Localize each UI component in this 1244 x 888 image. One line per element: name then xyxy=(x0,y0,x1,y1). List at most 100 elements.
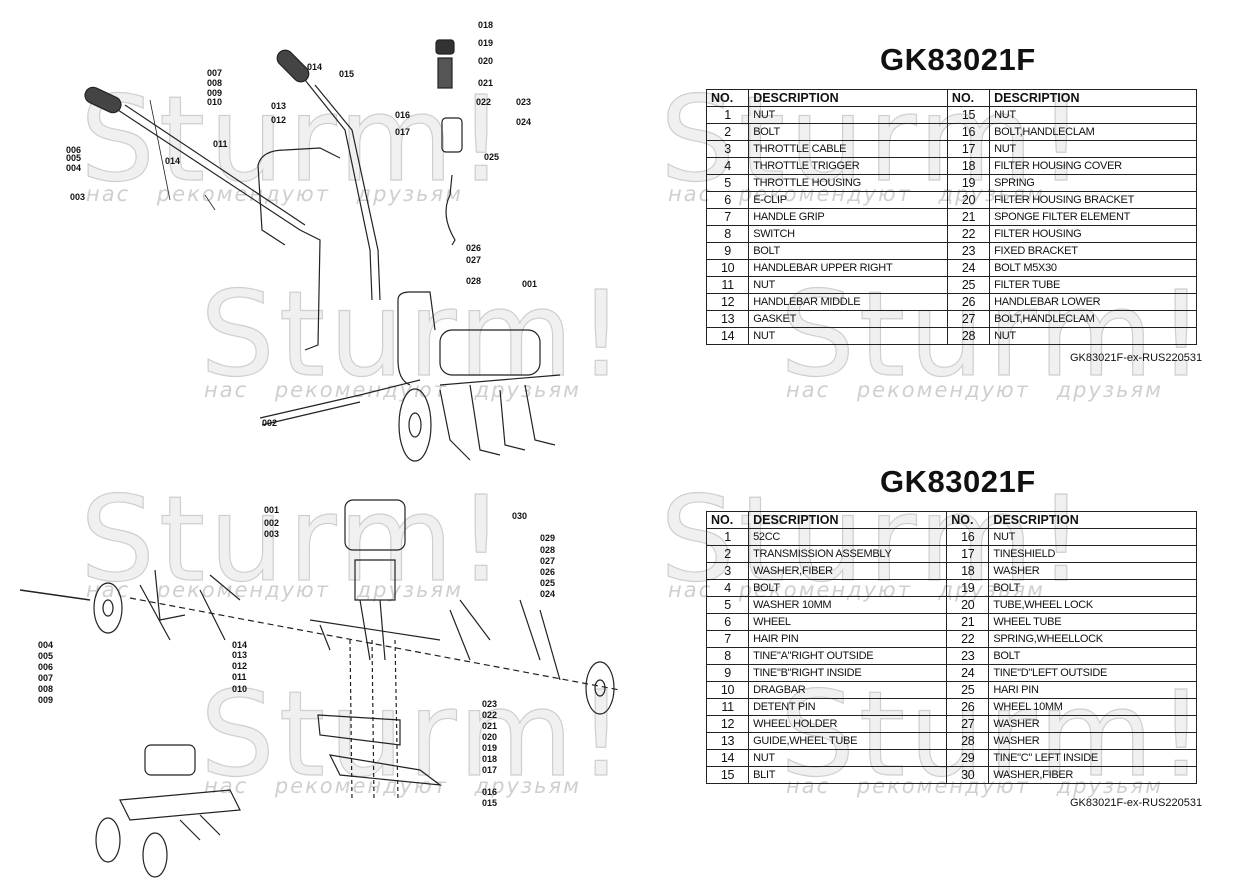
part-number: 19 xyxy=(946,174,991,192)
part-description: WASHER,FIBER xyxy=(748,562,948,580)
part-number: 16 xyxy=(946,123,991,141)
part-description: NUT xyxy=(989,140,1197,158)
part-description: WHEEL xyxy=(748,613,948,631)
callout-label: 004 xyxy=(38,640,54,650)
part-description: HARI PIN xyxy=(988,681,1197,699)
part-number: 29 xyxy=(946,749,990,767)
part-description: TINE"B"RIGHT INSIDE xyxy=(748,664,948,682)
callout-label: 005 xyxy=(66,153,82,163)
part-number: 2 xyxy=(705,545,750,563)
callout-label: 004 xyxy=(66,163,82,173)
part-number: 24 xyxy=(946,259,991,277)
part-description: FILTER HOUSING BRACKET xyxy=(989,191,1197,209)
part-number: 28 xyxy=(946,732,990,750)
callout-label: 013 xyxy=(271,101,287,111)
part-number: 20 xyxy=(946,596,990,614)
part-description: WASHER xyxy=(988,732,1197,750)
column-header: DESCRIPTION xyxy=(988,511,1197,529)
part-description: WHEEL 10MM xyxy=(988,698,1197,716)
watermark-slogan: нас рекомендуют друзьям xyxy=(86,578,463,602)
part-number: 7 xyxy=(705,208,750,226)
callout-label: 009 xyxy=(38,695,54,705)
model-title: GK83021F xyxy=(880,42,1036,77)
callout-label: 001 xyxy=(264,505,280,515)
part-number: 8 xyxy=(705,647,750,665)
part-description: HANDLEBAR LOWER xyxy=(989,293,1197,311)
part-number: 2 xyxy=(705,123,750,141)
callout-label: 011 xyxy=(232,672,247,682)
watermark-slogan: нас рекомендуют друзьям xyxy=(204,378,581,402)
part-number: 1 xyxy=(705,528,750,546)
part-number: 25 xyxy=(946,681,990,699)
part-description: HANDLEBAR UPPER RIGHT xyxy=(748,259,948,277)
callout-label: 016 xyxy=(395,110,411,120)
part-number: 6 xyxy=(705,613,750,631)
part-description: NUT xyxy=(989,106,1197,124)
callout-label: 007 xyxy=(207,68,223,78)
callout-label: 005 xyxy=(38,651,54,661)
callout-label: 008 xyxy=(38,684,54,694)
exploded-diagrams xyxy=(19,39,621,878)
callout-label: 021 xyxy=(478,78,494,88)
callout-label: 023 xyxy=(482,699,498,709)
callout-label: 014 xyxy=(232,640,248,650)
callout-label: 025 xyxy=(540,578,556,588)
callout-label: 022 xyxy=(476,97,492,107)
part-number: 3 xyxy=(705,562,750,580)
part-description: BOLT xyxy=(748,123,948,141)
callout-label: 003 xyxy=(70,192,86,202)
part-number: 17 xyxy=(946,545,990,563)
watermark-brand: Sturm! xyxy=(79,469,509,608)
callout-label: 023 xyxy=(516,97,532,107)
callout-label: 010 xyxy=(207,97,223,107)
callout-label: 014 xyxy=(165,156,181,166)
part-description: NUT xyxy=(748,106,948,124)
callout-label: 015 xyxy=(339,69,355,79)
part-description: SPONGE FILTER ELEMENT xyxy=(989,208,1197,226)
part-number: 30 xyxy=(946,766,990,784)
part-number: 22 xyxy=(946,630,990,648)
callout-label: 002 xyxy=(264,518,280,528)
part-number: 27 xyxy=(946,715,990,733)
part-description: WHEEL HOLDER xyxy=(748,715,948,733)
part-description: DETENT PIN xyxy=(748,698,948,716)
part-number: 7 xyxy=(705,630,750,648)
part-description: HAIR PIN xyxy=(748,630,948,648)
part-description: TINE"C" LEFT INSIDE xyxy=(988,749,1197,767)
part-description: BOLT M5X30 xyxy=(989,259,1197,277)
callout-label: 017 xyxy=(482,765,498,775)
callout-label: 018 xyxy=(478,20,494,30)
part-number: 23 xyxy=(946,647,990,665)
document-code: GK83021F-ex-RUS220531 xyxy=(1070,797,1203,809)
watermark-brand: Sturm! xyxy=(199,664,629,803)
part-description: SWITCH xyxy=(748,225,948,243)
watermark-slogan: нас рекомендуют друзьям xyxy=(786,378,1163,402)
callout-label: 001 xyxy=(522,279,538,289)
part-number: 21 xyxy=(946,613,990,631)
callout-label: 014 xyxy=(307,62,323,72)
callout-label: 007 xyxy=(38,673,54,683)
callout-label: 026 xyxy=(540,567,556,577)
part-number: 27 xyxy=(946,310,991,328)
part-number: 13 xyxy=(705,310,750,328)
document-code: GK83021F-ex-RUS220531 xyxy=(1070,352,1203,364)
callout-label: 025 xyxy=(484,152,500,162)
watermark-brand: Sturm! xyxy=(79,69,509,208)
part-number: 24 xyxy=(946,664,990,682)
part-description: TRANSMISSION ASSEMBLY xyxy=(748,545,948,563)
part-description: NUT xyxy=(748,276,948,294)
part-number: 12 xyxy=(705,715,750,733)
column-header: NO. xyxy=(705,511,750,529)
